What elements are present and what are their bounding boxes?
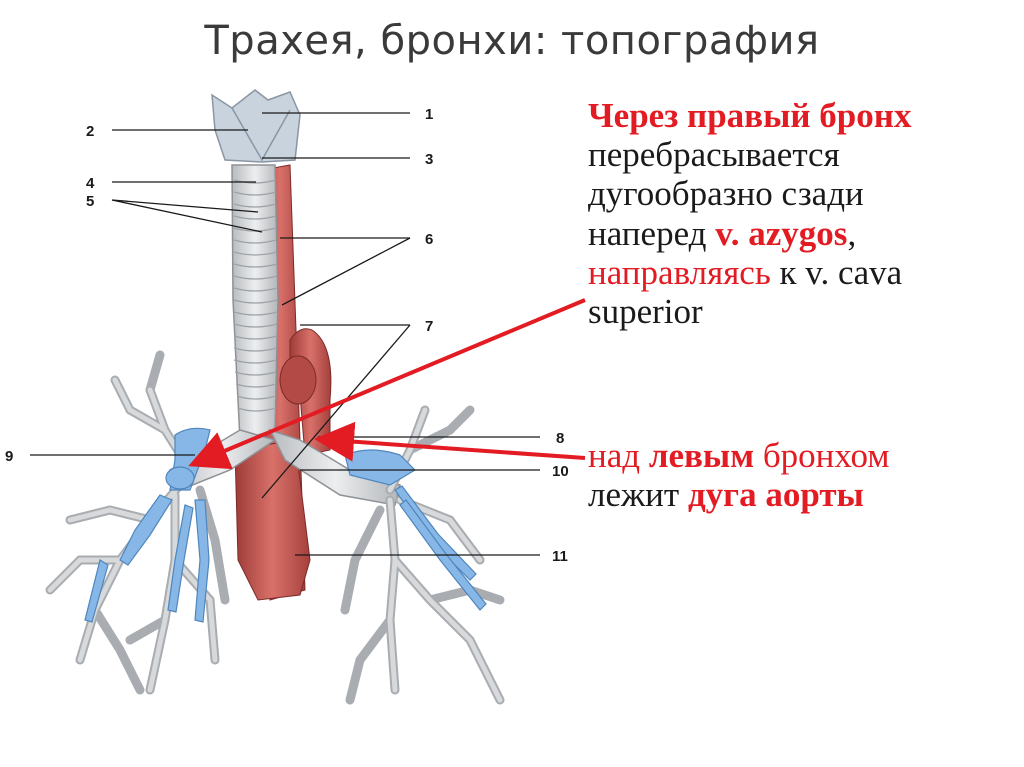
callout-line: дугообразно сзади	[588, 174, 864, 214]
callout-text: наперед	[588, 213, 716, 253]
callout-line: superior	[588, 291, 703, 331]
aortic-arch-term: дуга аорты	[687, 475, 864, 515]
label-10: 10	[552, 463, 569, 480]
callout-highlight: над	[588, 436, 649, 475]
label-3: 3	[425, 151, 433, 168]
callout-highlight: бронхом	[754, 436, 890, 475]
callout-line: перебрасывается	[588, 135, 840, 175]
callout-line: наперед v. azygos,	[588, 214, 911, 253]
larynx-cartilage	[211, 89, 301, 163]
arrow-azygos	[188, 298, 586, 470]
callout-text: лежит	[588, 475, 688, 515]
callout-text: к v. cava	[770, 252, 903, 292]
label-8: 8	[556, 430, 564, 447]
azygos-term: v. azygos	[715, 213, 848, 253]
label-2: 2	[86, 123, 94, 140]
callout-line: лежит дуга аорты	[588, 475, 890, 514]
callout-line: Через правый бронх	[588, 96, 912, 135]
label-5: 5	[86, 193, 94, 210]
left-main-bronchus	[268, 428, 401, 506]
callout-azygos: Через правый бронх перебрасывается дугоо…	[588, 96, 911, 331]
slide-title: Трахея, бронхи: топография	[204, 18, 820, 64]
left-term: левым	[648, 436, 755, 475]
label-7: 7	[425, 318, 433, 335]
label-6: 6	[425, 231, 433, 248]
callout-text: ,	[847, 213, 857, 253]
label-11: 11	[552, 548, 568, 565]
callout-line: направляясь к v. cava	[588, 253, 911, 292]
label-1: 1	[425, 106, 433, 123]
callout-aortic-arch: над левым бронхом лежит дуга аорты	[588, 436, 890, 514]
arrow-aortic-arch	[314, 421, 586, 462]
label-9: 9	[5, 448, 13, 465]
label-4: 4	[86, 175, 95, 192]
callout-highlight: направляясь	[588, 252, 771, 292]
callout-line: над левым бронхом	[588, 436, 890, 475]
leader-lines	[30, 112, 540, 556]
